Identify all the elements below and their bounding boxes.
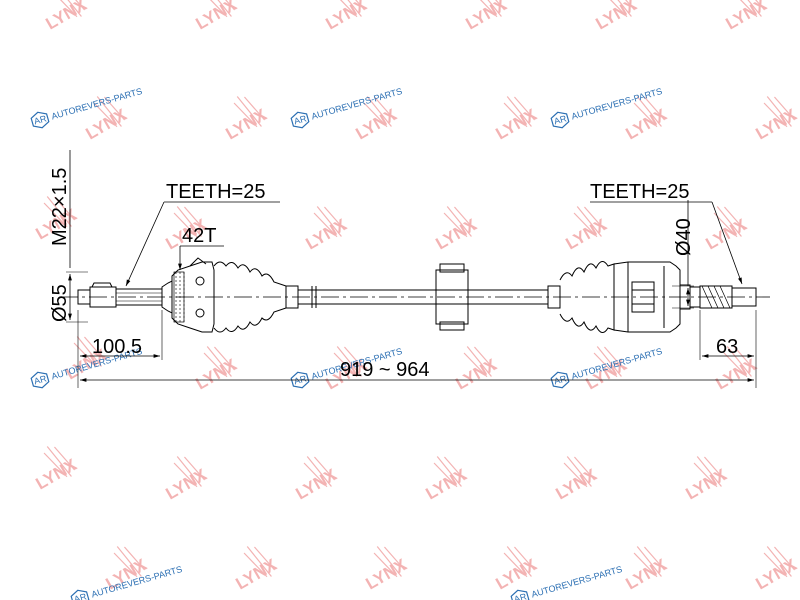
- left-length-label: 100.5: [92, 336, 142, 358]
- svg-text:LYNX: LYNX: [623, 105, 671, 144]
- left-teeth-label: TEETH=25: [166, 181, 265, 203]
- svg-text:AR: AR: [33, 113, 48, 126]
- svg-text:LYNX: LYNX: [553, 465, 601, 504]
- watermark-brand: LYNX: [453, 346, 501, 394]
- watermark-brand: LYNX: [223, 96, 271, 144]
- watermark-layer: LYNX LYNX LYNX LYNX LYNX LYNX LYNX LYNX LYNX LYNX…: [30, 0, 800, 600]
- svg-text:LYNX: LYNX: [223, 105, 271, 144]
- svg-text:LYNX: LYNX: [363, 555, 411, 594]
- watermark-brand: LYNX: [323, 0, 371, 33]
- watermark-brand: LYNX: [593, 0, 641, 33]
- left-diameter-label: Ø55: [49, 284, 71, 322]
- svg-text:AUTOREVERS-PARTS: AUTOREVERS-PARTS: [50, 86, 143, 122]
- right-diameter-label: Ø40: [673, 218, 695, 256]
- watermark-brand: LYNX: [493, 546, 541, 594]
- svg-text:AUTOREVERS-PARTS: AUTOREVERS-PARTS: [530, 564, 623, 600]
- extension-lines: [66, 271, 757, 388]
- svg-text:LYNX: LYNX: [683, 465, 731, 504]
- watermark-brand: LYNX: [553, 456, 601, 504]
- svg-text:LYNX: LYNX: [233, 555, 281, 594]
- right-teeth-label: TEETH=25: [590, 181, 689, 203]
- svg-text:LYNX: LYNX: [753, 555, 800, 594]
- watermark-brand: LYNX: [493, 96, 541, 144]
- watermark-brand: LYNX: [433, 206, 481, 254]
- svg-text:AR: AR: [73, 591, 88, 600]
- watermark-brand: LYNX: [423, 456, 471, 504]
- right-tripod-joint: [613, 261, 691, 333]
- watermark-brand: LYNX: [463, 0, 511, 33]
- svg-text:LYNX: LYNX: [353, 105, 401, 144]
- watermark-brand: LYNX: [33, 446, 81, 494]
- svg-text:LYNX: LYNX: [493, 105, 541, 144]
- svg-text:LYNX: LYNX: [323, 0, 371, 33]
- svg-text:AR: AR: [33, 373, 48, 386]
- svg-text:LYNX: LYNX: [593, 0, 641, 33]
- right-stub: [689, 285, 757, 309]
- svg-text:LYNX: LYNX: [193, 355, 241, 394]
- svg-text:LYNX: LYNX: [193, 0, 241, 33]
- svg-text:LYNX: LYNX: [463, 0, 511, 33]
- overall-length-label: 919 ~ 964: [340, 359, 430, 381]
- svg-text:LYNX: LYNX: [493, 555, 541, 594]
- watermark-brand: LYNX: [753, 546, 800, 594]
- svg-text:LYNX: LYNX: [453, 355, 501, 394]
- svg-text:LYNX: LYNX: [33, 455, 81, 494]
- intermediate-shaft: [298, 286, 548, 308]
- abs-ring-label: 42T: [182, 225, 216, 247]
- svg-text:LYNX: LYNX: [753, 105, 800, 144]
- watermark-brand: LYNX: [753, 96, 800, 144]
- watermark-brand: LYNX: [163, 456, 211, 504]
- svg-text:AR: AR: [513, 591, 528, 600]
- thread-label: M22×1.5: [49, 168, 71, 246]
- watermark-brand: LYNX: [193, 346, 241, 394]
- svg-text:AR: AR: [293, 113, 308, 126]
- watermark-brand: LYNX: [723, 0, 771, 33]
- watermark-brand: LYNX: [233, 546, 281, 594]
- watermark-brand: LYNX: [683, 456, 731, 504]
- svg-text:LYNX: LYNX: [563, 215, 611, 254]
- watermark-brand: LYNX: [563, 206, 611, 254]
- left-cv-joint: [161, 257, 215, 333]
- svg-text:LYNX: LYNX: [703, 215, 751, 254]
- svg-text:AR: AR: [553, 113, 568, 126]
- watermark-brand: LYNX: [43, 0, 91, 33]
- svg-text:LYNX: LYNX: [303, 215, 351, 254]
- svg-text:LYNX: LYNX: [433, 215, 481, 254]
- svg-text:LYNX: LYNX: [293, 465, 341, 504]
- svg-text:LYNX: LYNX: [623, 555, 671, 594]
- svg-text:LYNX: LYNX: [163, 465, 211, 504]
- left-stub: [77, 282, 163, 308]
- svg-text:LYNX: LYNX: [423, 465, 471, 504]
- watermark-brand: LYNX: [193, 0, 241, 33]
- left-boot: [213, 261, 299, 333]
- right-length-label: 63: [716, 336, 738, 358]
- watermark-brand: LYNX: [703, 206, 751, 254]
- svg-text:LYNX: LYNX: [713, 355, 761, 394]
- right-boot: [547, 261, 615, 333]
- watermark-brand: LYNX: [363, 546, 411, 594]
- watermark-brand: LYNX: [623, 546, 671, 594]
- damper-weight: [435, 263, 469, 331]
- watermark-brand: LYNX: [293, 456, 341, 504]
- dimension-labels: TEETH=25 42T TEETH=25 919 ~ 964 100.5 63…: [49, 168, 738, 381]
- drive-shaft: [60, 257, 770, 333]
- watermark-brand: LYNX: [303, 206, 351, 254]
- dimension-lines: [68, 150, 754, 382]
- svg-text:LYNX: LYNX: [723, 0, 771, 33]
- svg-text:LYNX: LYNX: [43, 0, 91, 33]
